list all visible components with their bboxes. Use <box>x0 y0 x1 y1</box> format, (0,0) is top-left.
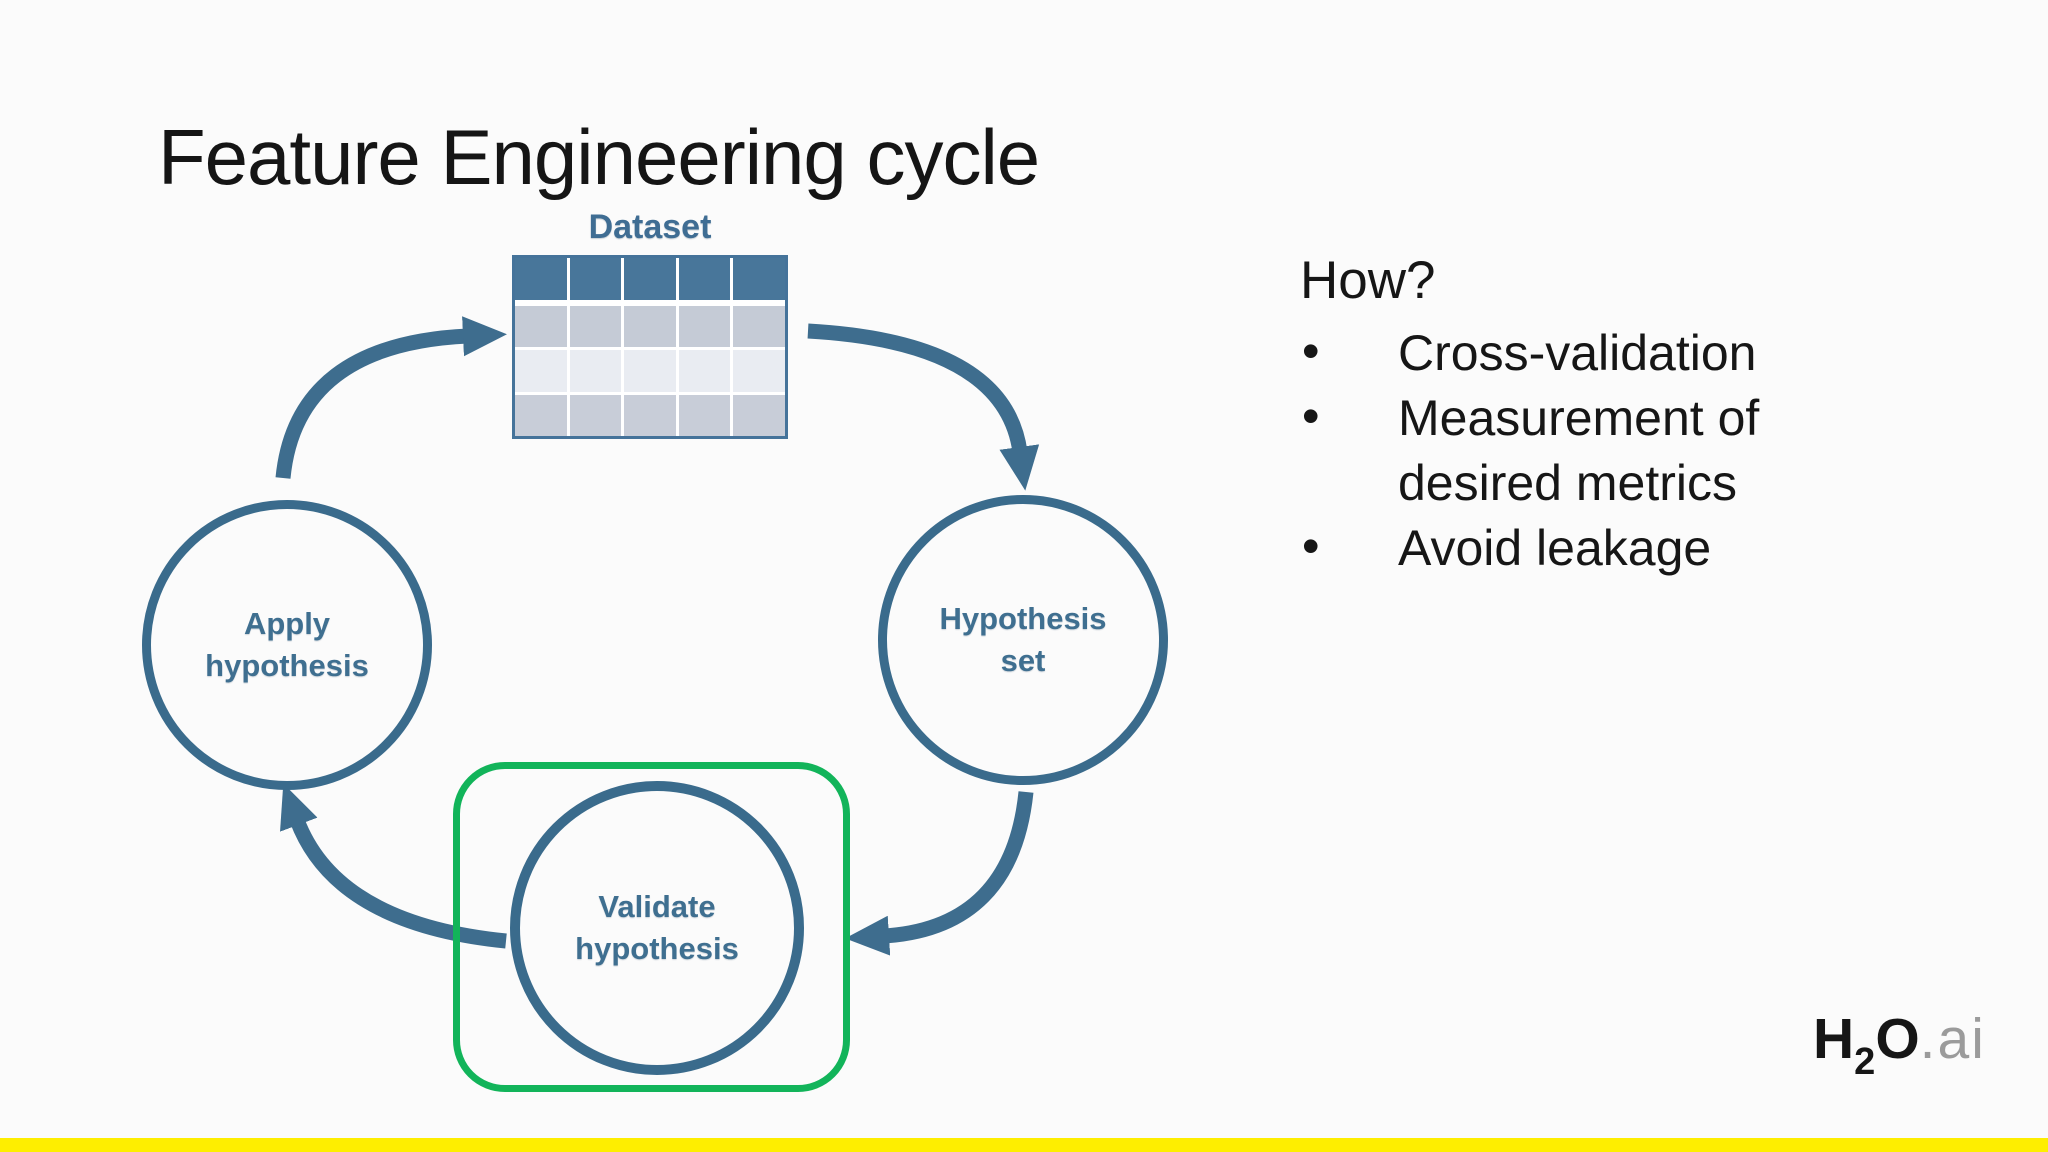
table-cell <box>569 394 622 436</box>
table-row <box>515 394 785 436</box>
slide-title: Feature Engineering cycle <box>158 113 1040 201</box>
node-apply-hypothesis: Apply hypothesis <box>142 500 432 790</box>
table-cell <box>624 394 676 436</box>
how-bullet-cross-validation: Cross-validation <box>1300 319 1820 386</box>
table-cell <box>678 394 731 436</box>
logo-h: H <box>1813 1007 1855 1071</box>
table-header-cell <box>624 258 676 300</box>
dataset-table-header-row <box>515 258 785 300</box>
table-cell <box>515 350 567 392</box>
table-row <box>515 350 785 392</box>
table-cell <box>678 350 731 392</box>
dataset-label: Dataset <box>588 208 712 246</box>
table-cell <box>569 350 622 392</box>
table-cell <box>515 306 567 348</box>
table-header-cell <box>678 258 731 300</box>
table-cell <box>733 350 785 392</box>
table-cell <box>733 306 785 348</box>
arrow-dataset-to-hypothesis-icon <box>807 323 1040 491</box>
how-heading: How? <box>1300 251 1436 310</box>
table-cell <box>678 306 731 348</box>
table-cell <box>624 306 676 348</box>
node-hypothesis-set: Hypothesis set <box>878 495 1168 785</box>
table-row <box>515 306 785 348</box>
validate-highlight-box <box>453 762 850 1092</box>
footer-accent-bar <box>0 1138 2048 1152</box>
how-bullet-avoid-leakage: Avoid leakage <box>1300 514 1820 581</box>
arrow-hypothesis-to-validate-icon <box>845 791 1034 956</box>
logo-o: O <box>1875 1007 1920 1071</box>
table-header-cell <box>733 258 785 300</box>
table-header-cell <box>515 258 567 300</box>
table-cell <box>733 394 785 436</box>
how-section: How? Cross-validation Measurement of des… <box>1300 250 1820 581</box>
how-bullet-measurement: Measurement of desired metrics <box>1300 384 1820 516</box>
table-cell <box>515 394 567 436</box>
arrow-apply-to-dataset-icon <box>275 316 507 479</box>
table-cell <box>569 306 622 348</box>
logo-suffix: .ai <box>1919 1007 1986 1071</box>
how-bullet-list: Cross-validation Measurement of desired … <box>1300 319 1820 581</box>
node-validate-hypothesis: Validate hypothesis <box>510 781 804 1075</box>
dataset-table <box>512 255 788 439</box>
logo-sub-2: 2 <box>1854 1041 1876 1083</box>
h2o-ai-logo: H2O.ai <box>1813 1006 1986 1084</box>
table-cell <box>624 350 676 392</box>
table-header-cell <box>569 258 622 300</box>
